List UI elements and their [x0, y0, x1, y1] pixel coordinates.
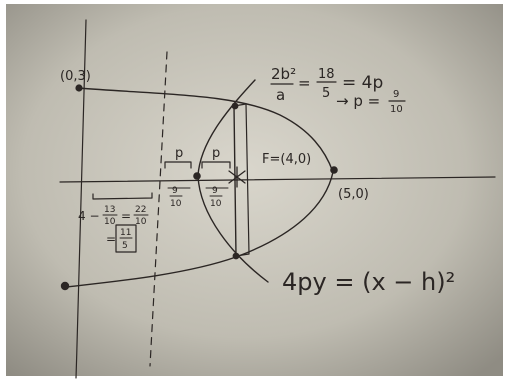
- calc-13-den: 10: [104, 217, 116, 227]
- latus-rectum-left: [233, 105, 237, 257]
- calc-5: 5: [122, 241, 128, 251]
- calc-13: 13: [104, 205, 115, 215]
- label-nine-left-num: 9: [172, 186, 178, 196]
- formula-18: 18: [318, 67, 335, 82]
- distance-bracket: [92, 192, 153, 200]
- paper-background: [6, 4, 503, 376]
- calc-4-minus: 4 −: [78, 209, 100, 223]
- formula-4p: = 4p: [342, 73, 383, 93]
- label-p-left: p: [175, 146, 183, 161]
- point-0-neg3-dot: [60, 281, 70, 291]
- p-bracket-left: [164, 161, 192, 169]
- latus-top-dot: [231, 102, 239, 110]
- formula-a: a: [276, 86, 285, 104]
- calc-result-eq: =: [106, 232, 116, 246]
- formula-p-num: 9: [393, 89, 399, 100]
- label-nine-right-den: 10: [210, 199, 222, 209]
- point-0-3-dot: [75, 84, 83, 92]
- vertex-dot: [193, 172, 201, 180]
- parabola-equation: 4py = (x − h)²: [282, 268, 455, 296]
- label-p-right: p: [212, 146, 220, 161]
- formula-p-den: 10: [390, 104, 403, 115]
- label-point-0-3: (0,3): [60, 69, 91, 84]
- label-nine-right-num: 9: [212, 186, 218, 196]
- boxed-answer-frame: [115, 224, 137, 253]
- focus-star-icon: [228, 166, 246, 188]
- formula-arrow: → p =: [336, 92, 380, 110]
- point-5-0-dot: [330, 166, 338, 174]
- calc-eq: =: [121, 209, 131, 223]
- calc-22-den: 10: [135, 217, 147, 227]
- directrix-dashed-line: [149, 51, 168, 367]
- calc-11: 11: [120, 228, 131, 238]
- formula-2b2: 2b²: [271, 65, 296, 83]
- label-focus: F=(4,0): [262, 152, 311, 167]
- y-axis: [75, 19, 87, 379]
- p-bracket-right: [201, 161, 231, 169]
- formula-5: 5: [322, 86, 330, 101]
- formula-eq1: =: [298, 74, 311, 92]
- latus-rectum-right: [245, 103, 250, 255]
- label-point-5-0: (5,0): [338, 187, 369, 202]
- calc-22: 22: [135, 205, 146, 215]
- label-nine-left-den: 10: [170, 199, 182, 209]
- latus-bottom-dot: [232, 252, 240, 260]
